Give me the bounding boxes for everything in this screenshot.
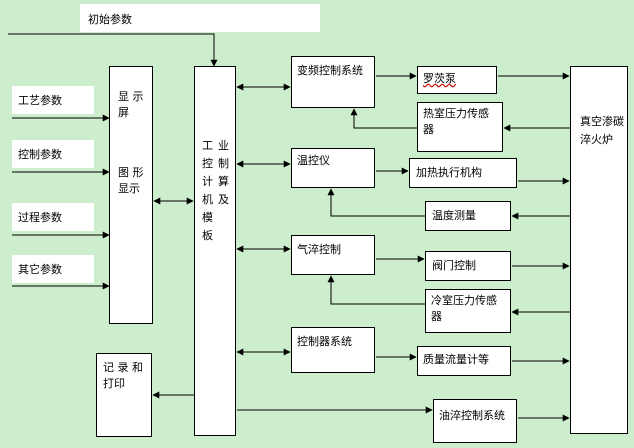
- valve-control-box: 阀门控制: [425, 251, 511, 281]
- record-print-box: 记 录 和 打印: [96, 353, 152, 437]
- controller-system-label: 控制器系统: [297, 335, 352, 348]
- display-line2: 屏: [118, 106, 129, 119]
- control-params-box: 控制参数: [12, 140, 94, 168]
- cold-sensor-to-quench-line: [327, 275, 425, 305]
- hot-chamber-sensor-label: 热室压力传感器: [423, 107, 489, 136]
- computer-col1: 工控计机模板: [202, 139, 213, 242]
- valve-control-label: 阀门控制: [432, 259, 476, 272]
- gas-quench-label: 气淬控制: [297, 243, 341, 256]
- oil-quench-box: 油淬控制系统: [433, 399, 517, 443]
- cold-chamber-sensor-box: 冷室压力传感器: [425, 289, 511, 333]
- initial-params-label: 初始参数: [88, 13, 132, 26]
- hot-sensor-to-freq-line: [350, 108, 417, 129]
- heating-actuator-label: 加热执行机构: [416, 166, 482, 179]
- vacuum-furnace-label: 真空渗碳淬火炉: [580, 115, 624, 146]
- hot-chamber-sensor-box: 热室压力传感器: [417, 102, 503, 152]
- other-params-label: 其它参数: [18, 263, 62, 276]
- display-line4: 显示: [118, 182, 140, 195]
- temp-measure-label: 温度测量: [432, 209, 476, 222]
- display-screen-box: 显 示 屏 图 形 显示: [109, 66, 153, 324]
- roots-pump-label: 罗茨泵: [423, 72, 456, 85]
- record-line2: 打印: [103, 377, 125, 390]
- record-line1: 记 录 和: [103, 361, 143, 374]
- freq-control-label: 变频控制系统: [297, 64, 363, 77]
- oil-quench-label: 油淬控制系统: [439, 409, 505, 422]
- computer-col2: 业制算及: [218, 139, 229, 206]
- other-params-box: 其它参数: [12, 255, 94, 283]
- course-params-box: 过程参数: [12, 203, 94, 231]
- mass-flow-box: 质量流量计等: [417, 346, 511, 376]
- mass-flow-label: 质量流量计等: [423, 353, 489, 366]
- gas-quench-box: 气淬控制: [291, 235, 375, 275]
- course-params-label: 过程参数: [18, 211, 62, 224]
- display-line1: 显 示: [118, 90, 144, 103]
- display-line3: 图 形: [118, 166, 144, 179]
- freq-control-box: 变频控制系统: [291, 56, 375, 108]
- vacuum-furnace-box: 真空渗碳淬火炉: [570, 66, 628, 434]
- initial-to-computer-line: [8, 33, 218, 67]
- process-params-label: 工艺参数: [18, 94, 62, 107]
- temp-controller-box: 温控仪: [291, 148, 375, 188]
- controller-system-box: 控制器系统: [291, 327, 375, 373]
- temp-controller-label: 温控仪: [297, 154, 330, 167]
- temp-measure-box: 温度测量: [425, 201, 511, 231]
- initial-params-box: 初始参数: [80, 4, 320, 32]
- temp-measure-to-controller-line: [327, 188, 425, 217]
- roots-pump-box: 罗茨泵: [417, 66, 497, 94]
- cold-chamber-sensor-label: 冷室压力传感器: [431, 294, 497, 323]
- process-params-box: 工艺参数: [12, 86, 94, 114]
- industrial-computer-box: 工控计机模板 业制算及: [194, 66, 236, 436]
- heating-actuator-box: 加热执行机构: [409, 158, 517, 188]
- control-params-label: 控制参数: [18, 148, 62, 161]
